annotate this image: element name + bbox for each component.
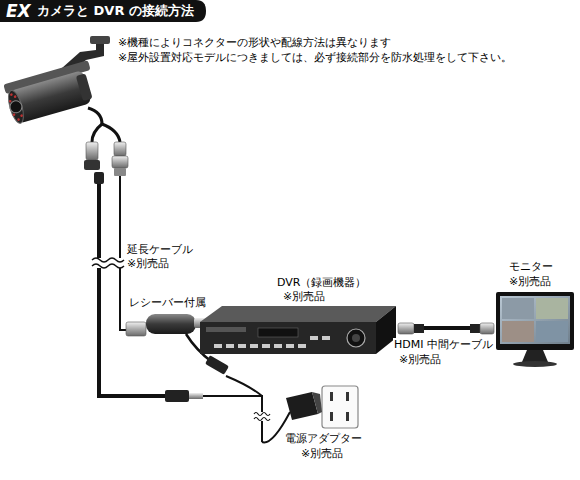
logo-badge-text: EX bbox=[6, 1, 31, 21]
extension-cable bbox=[99, 176, 165, 396]
cable-break bbox=[92, 258, 126, 268]
part-name: レシーバー付属 bbox=[128, 296, 207, 310]
sold-separately-note: ※別売品 bbox=[282, 290, 326, 304]
sold-separately-note: ※別売品 bbox=[300, 447, 344, 461]
sold-separately-note: ※別売品 bbox=[508, 275, 552, 289]
part-name: モニター bbox=[508, 260, 554, 274]
diagram-title: カメラと DVR の接続方法 bbox=[37, 1, 194, 21]
camera-cable bbox=[88, 108, 120, 142]
note-text: ※屋外設置対応モデルにつきましては、必ず接続部分を防水処理をして下さい。 bbox=[118, 51, 512, 65]
connectors bbox=[84, 142, 128, 184]
note-text: ※機種によりコネクターの形状や配線方法は異なります bbox=[118, 36, 391, 50]
power-cable bbox=[165, 376, 290, 442]
title-badge bbox=[0, 0, 206, 22]
part-name: 電源アダプター bbox=[284, 432, 363, 446]
part-name: DVR（録画機器） bbox=[276, 276, 367, 290]
power-adapter bbox=[286, 386, 358, 428]
sold-separately-note: ※別売品 bbox=[398, 353, 442, 367]
part-name: HDMI 中間ケーブル bbox=[393, 338, 494, 352]
dvr bbox=[200, 306, 396, 354]
bullet-camera bbox=[3, 60, 99, 125]
part-name: 延長ケーブル bbox=[126, 243, 194, 257]
hdmi-cable bbox=[398, 323, 494, 334]
monitor bbox=[496, 292, 574, 367]
sold-separately-note: ※別売品 bbox=[126, 257, 170, 271]
